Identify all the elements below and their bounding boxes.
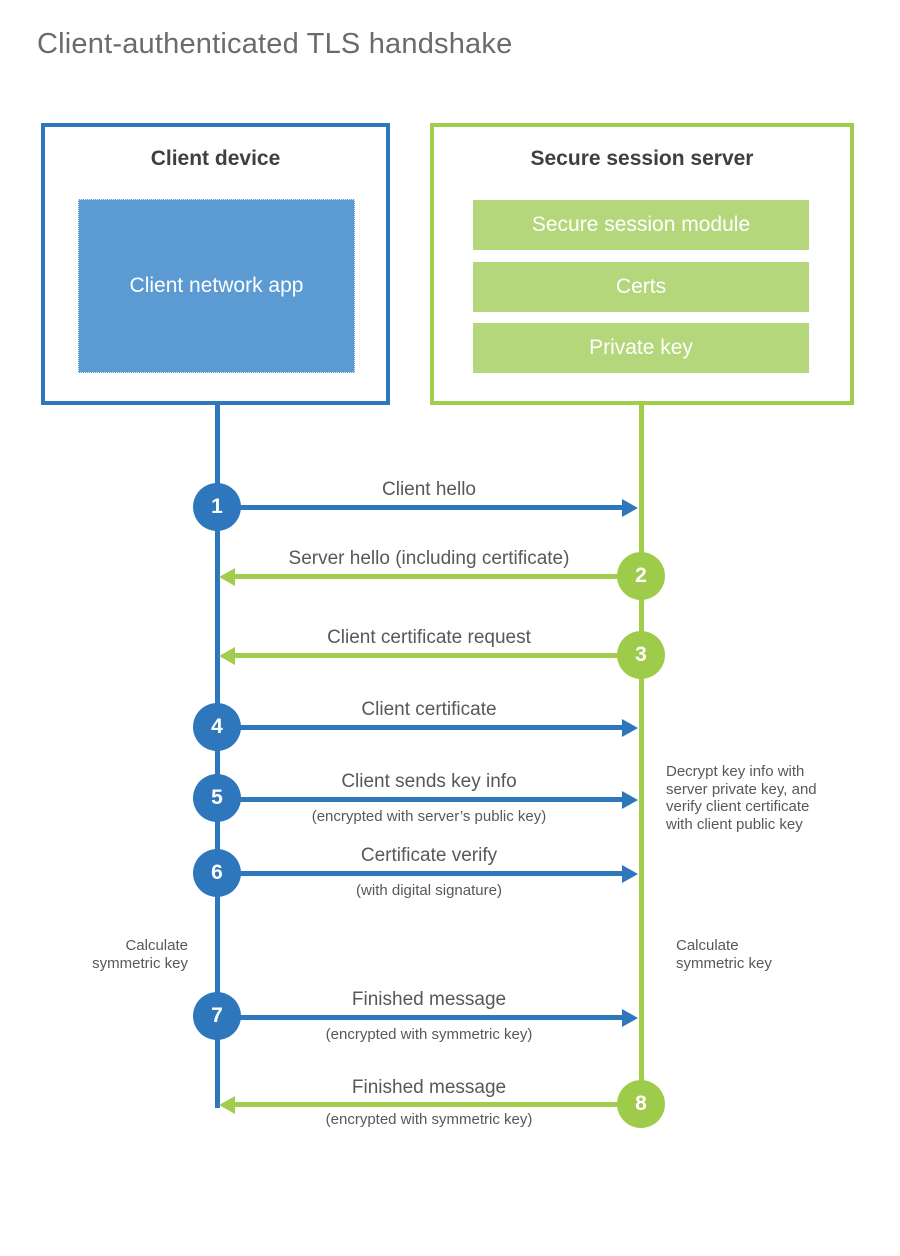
client-lifeline	[215, 405, 220, 1108]
arrow-line	[231, 653, 641, 658]
message-label-1: Client hello	[382, 479, 476, 500]
step-circle-6: 6	[193, 849, 241, 897]
arrow-line	[217, 871, 626, 876]
client-network-app-box: Client network app	[78, 199, 355, 373]
server-title: Secure session server	[530, 147, 754, 170]
message-arrow-2	[219, 567, 641, 586]
arrow-line	[217, 725, 626, 730]
message-label-8: Finished message	[351, 1077, 507, 1098]
note-calculate-symmetric-key-server: Calculate symmetric key	[676, 937, 772, 972]
arrowhead-right-icon	[622, 718, 638, 737]
page-title: Client-authenticated TLS handshake	[37, 28, 513, 60]
arrowhead-right-icon	[622, 790, 638, 809]
message-arrow-6	[217, 864, 638, 883]
message-label-7: Finished message	[351, 989, 507, 1010]
arrow-line	[217, 505, 626, 510]
message-label-4: Client certificate	[361, 699, 497, 720]
step-circle-3: 3	[617, 631, 665, 679]
arrow-line	[217, 1015, 626, 1020]
message-label-6: Certificate verify	[360, 845, 498, 866]
arrowhead-left-icon	[219, 646, 235, 665]
arrow-line	[231, 1102, 641, 1107]
message-sublabel-8: (encrypted with symmetric key)	[325, 1111, 533, 1128]
step-circle-1: 1	[193, 483, 241, 531]
message-sublabel-6: (with digital signature)	[356, 882, 502, 899]
message-sublabel-7: (encrypted with symmetric key)	[325, 1026, 533, 1043]
message-arrow-8	[219, 1095, 641, 1114]
arrow-line	[231, 574, 641, 579]
step-circle-2: 2	[617, 552, 665, 600]
server-module-bar-private-key: Private key	[473, 323, 809, 373]
arrowhead-left-icon	[219, 1095, 235, 1114]
server-lifeline	[639, 405, 644, 1105]
step-circle-4: 4	[193, 703, 241, 751]
message-arrow-1	[217, 498, 638, 517]
step-circle-5: 5	[193, 774, 241, 822]
arrowhead-left-icon	[219, 567, 235, 586]
server-module-bar-secure-session: Secure session module	[473, 200, 809, 250]
arrowhead-right-icon	[622, 1008, 638, 1027]
arrowhead-right-icon	[622, 498, 638, 517]
step-circle-8: 8	[617, 1080, 665, 1128]
arrowhead-right-icon	[622, 864, 638, 883]
message-label-2: Server hello (including certificate)	[288, 548, 570, 569]
arrow-line	[217, 797, 626, 802]
message-arrow-5	[217, 790, 638, 809]
server-module-bar-certs: Certs	[473, 262, 809, 312]
note-calculate-symmetric-key-client: Calculate symmetric key	[92, 937, 188, 972]
step-circle-7: 7	[193, 992, 241, 1040]
note-decrypt-key-info: Decrypt key info with server private key…	[666, 763, 817, 833]
message-label-3: Client certificate request	[327, 627, 531, 648]
message-arrow-7	[217, 1008, 638, 1027]
client-device-title: Client device	[150, 147, 281, 170]
message-label-5: Client sends key info	[341, 771, 517, 792]
message-arrow-4	[217, 718, 638, 737]
client-network-app-label: Client network app	[129, 273, 304, 297]
message-arrow-3	[219, 646, 641, 665]
message-sublabel-5: (encrypted with server’s public key)	[311, 808, 547, 825]
